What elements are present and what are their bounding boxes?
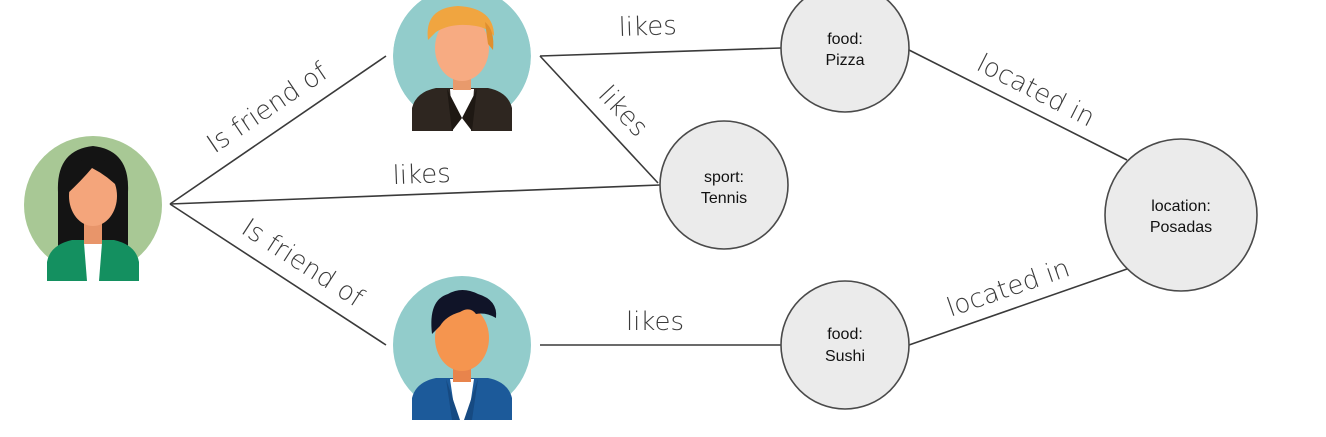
label-woman-friend-blond: Is friend of [202, 57, 335, 160]
label-woman-likes-tennis: likes [392, 159, 451, 191]
label-dark-likes-sushi: likes [626, 307, 684, 337]
node-pizza-value: Pizza [825, 52, 864, 69]
woman-avatar-icon [24, 136, 162, 281]
node-sushi-type: food: [827, 326, 863, 343]
node-posadas: location: Posadas [1104, 138, 1258, 292]
node-sushi: food: Sushi [780, 280, 910, 410]
node-pizza: food: Pizza [780, 0, 910, 113]
edge-blond-likes-tennis [539, 55, 659, 184]
node-tennis-value: Tennis [701, 190, 747, 207]
edge-blond-likes-pizza [539, 47, 782, 57]
label-blond-likes-pizza: likes [618, 11, 677, 43]
node-posadas-type: location: [1151, 198, 1211, 215]
node-sushi-value: Sushi [825, 348, 865, 365]
edge-woman-likes-tennis [169, 184, 661, 205]
node-tennis: sport: Tennis [659, 120, 789, 250]
label-sushi-located-posadas: located in [943, 253, 1074, 323]
edge-sushi-located-posadas [908, 268, 1128, 346]
node-tennis-type: sport: [704, 169, 744, 186]
node-posadas-value: Posadas [1150, 219, 1212, 236]
label-blond-likes-tennis: likes [592, 80, 654, 143]
edge-pizza-located-posadas [908, 49, 1128, 161]
man-dark-avatar-icon [393, 276, 531, 420]
man-blond-avatar-icon [393, 0, 531, 131]
edge-woman-friend-dark [169, 203, 387, 346]
label-woman-friend-dark: Is friend of [236, 213, 369, 314]
edge-woman-friend-blond [169, 55, 387, 205]
node-pizza-type: food: [827, 31, 863, 48]
